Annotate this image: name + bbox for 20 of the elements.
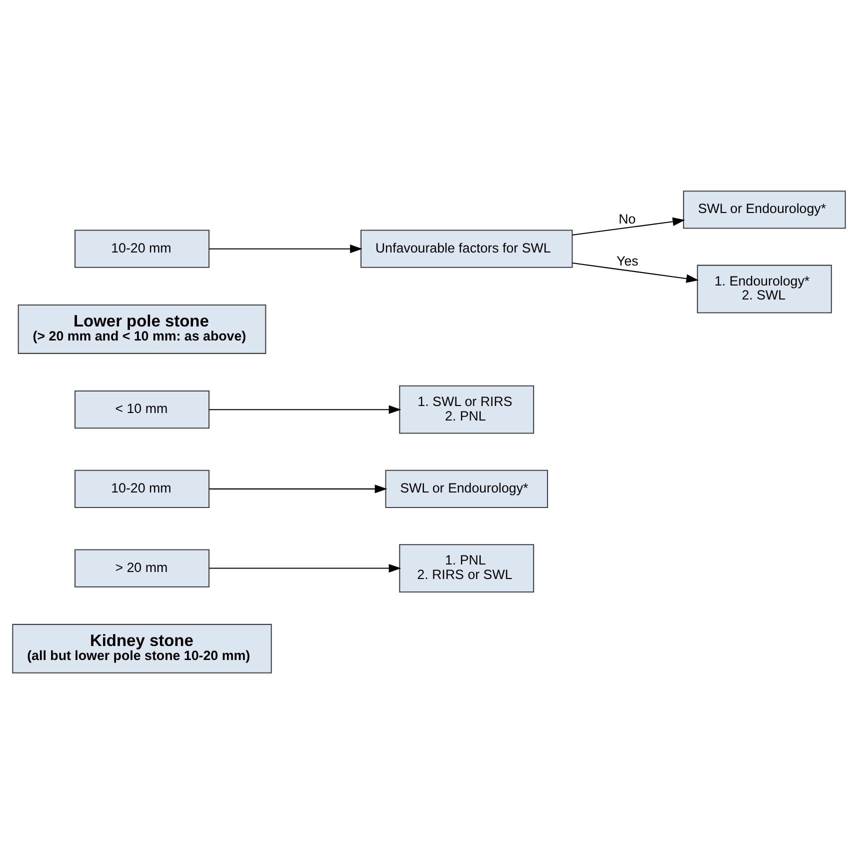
- node-box: < 10 mm: [74, 390, 210, 428]
- node-box: 10-20 mm: [74, 229, 210, 268]
- node-box: SWL or Endourology*: [385, 469, 548, 508]
- arrow: [572, 216, 686, 235]
- node-box: Lower pole stone (> 20 mm and < 10 mm: as above): [18, 304, 266, 354]
- arrow: [209, 563, 402, 572]
- node-box: 1. SWL or RIRS 2. PNL: [399, 384, 534, 434]
- arrow: [209, 404, 402, 414]
- node-box: 10-20 mm: [74, 469, 210, 508]
- node-box: 1. PNL 2. RIRS or SWL: [399, 544, 534, 592]
- node-box: Unfavourable factors for SWL: [360, 229, 573, 268]
- arrow: [209, 484, 388, 493]
- node-box: SWL or Endourology*: [683, 190, 846, 228]
- arrow: [209, 244, 362, 253]
- edge-label: Yes: [616, 253, 638, 268]
- node-box: 1. Endourology* 2. SWL: [696, 264, 832, 313]
- arrow: [572, 262, 699, 282]
- node-box: > 20 mm: [74, 548, 210, 587]
- node-box: Kidney stone (all but lower pole stone 10-20 mm): [12, 623, 272, 673]
- edge-label: No: [618, 210, 636, 226]
